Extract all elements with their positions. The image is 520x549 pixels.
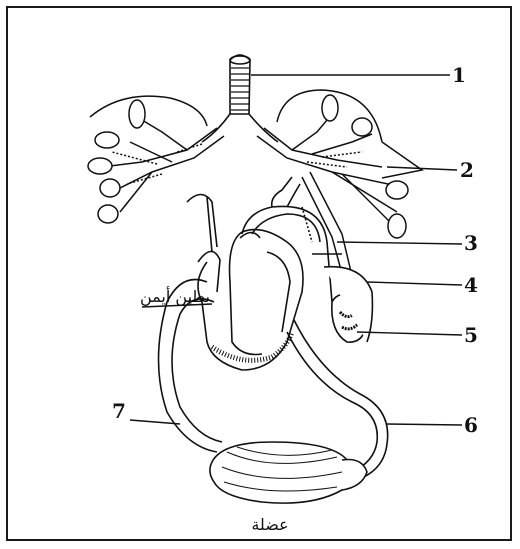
label-muscle: عضلة: [251, 515, 288, 534]
label-1: 1: [452, 63, 466, 87]
label-5: 5: [464, 323, 478, 347]
diagram-frame: 1 2 3 4 5 6 7 بطين أيمن عضلة: [6, 6, 512, 541]
organ-5: [324, 267, 372, 342]
label-4: 4: [464, 273, 478, 297]
muscle: [210, 442, 367, 503]
alveoli-left: [88, 100, 145, 223]
heart: [198, 230, 303, 370]
label-right-ventricle: بطين أيمن: [140, 286, 210, 307]
trachea: [202, 55, 278, 142]
label-6: 6: [464, 413, 478, 437]
great-vessels: [187, 177, 332, 302]
leader-lines: [130, 75, 462, 425]
circulation-diagram: 1 2 3 4 5 6 7 بطين أيمن عضلة: [8, 8, 514, 543]
label-2: 2: [460, 158, 474, 182]
right-bronchi: [257, 114, 402, 224]
left-bronchi: [102, 120, 224, 212]
label-7: 7: [112, 399, 126, 423]
alveoli-right: [322, 95, 408, 238]
label-3: 3: [464, 231, 478, 255]
